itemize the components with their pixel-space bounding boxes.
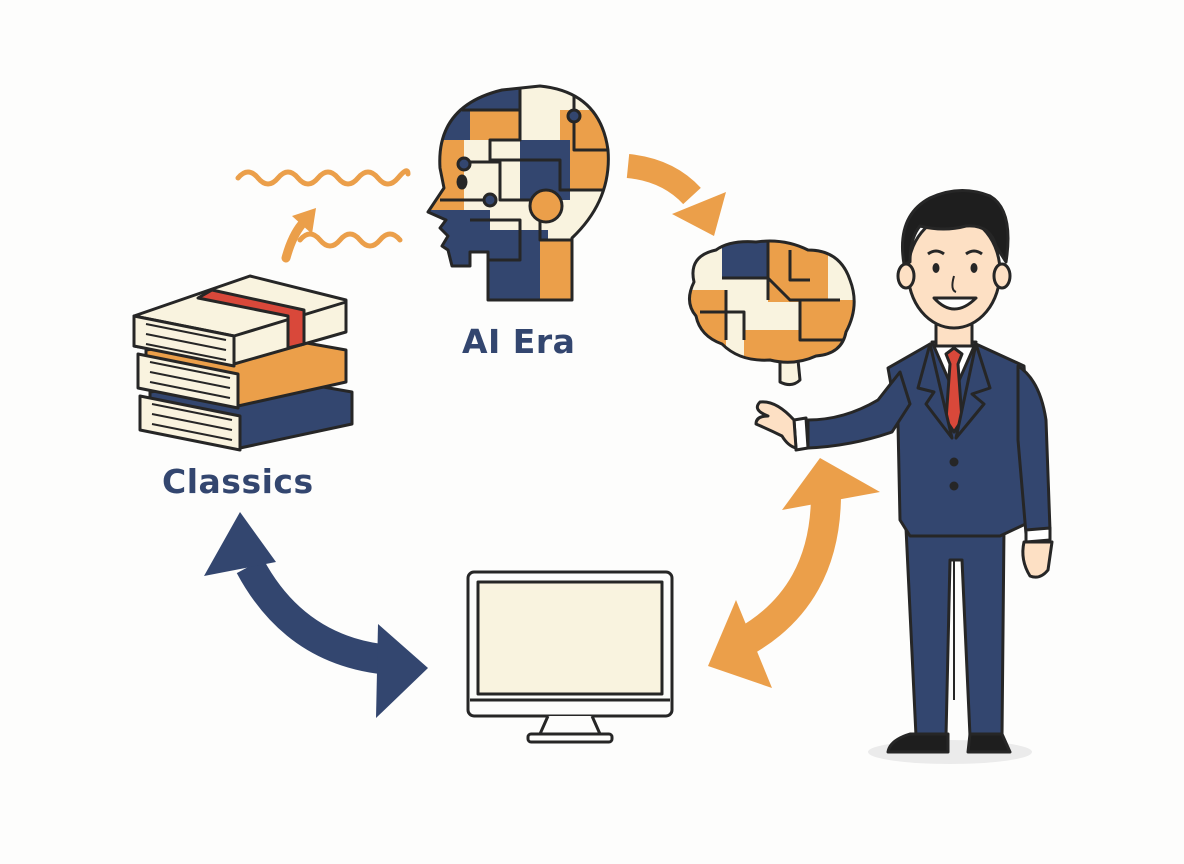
wave-lower (297, 231, 403, 249)
wave-upper (235, 168, 411, 187)
monitor-icon (466, 570, 674, 744)
book-top (132, 274, 348, 368)
businessman-presenter-icon (754, 189, 1054, 764)
ai-era-label: AI Era (462, 322, 576, 361)
navy-double-arrow (204, 512, 428, 718)
ai-head-icon (426, 84, 610, 302)
classics-label: Classics (162, 462, 314, 501)
brain-icon (688, 239, 856, 387)
orange-double-arrow (708, 458, 880, 688)
book-stack-icon (132, 274, 354, 452)
arrow-head-to-brain (626, 154, 726, 236)
signal-waves (235, 168, 411, 249)
small-up-arrow (281, 208, 316, 263)
